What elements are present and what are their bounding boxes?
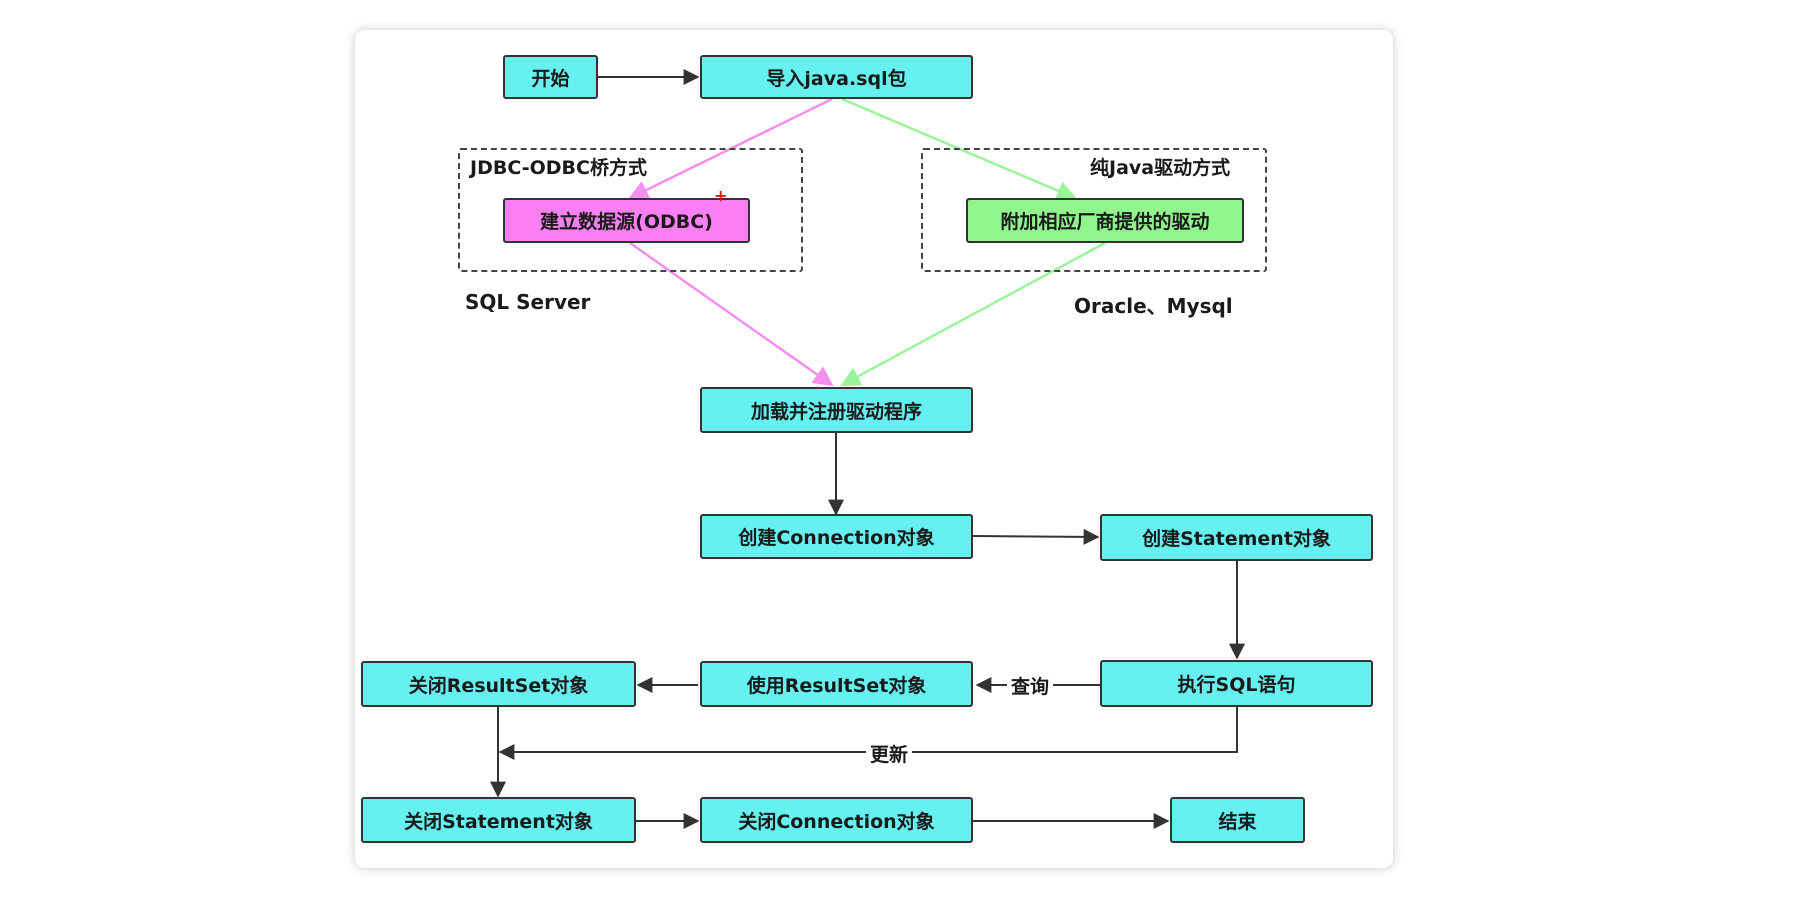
node-close-resultset: 关闭ResultSet对象 bbox=[361, 661, 636, 707]
edge-odbc-load bbox=[629, 241, 834, 387]
group-pure-java-label: 纯Java驱动方式 bbox=[1090, 157, 1231, 179]
caption-sql-server: SQL Server bbox=[465, 290, 591, 314]
group-pure-java bbox=[921, 148, 1267, 272]
node-end: 结束 bbox=[1170, 797, 1305, 843]
node-close-statement: 关闭Statement对象 bbox=[361, 797, 636, 843]
node-use-resultset: 使用ResultSet对象 bbox=[700, 661, 973, 707]
diagram-card bbox=[355, 30, 1393, 868]
edge-execute-update bbox=[498, 707, 1238, 760]
node-execute-sql: 执行SQL语句 bbox=[1100, 660, 1373, 707]
group-jdbc-odbc bbox=[458, 148, 803, 272]
edge-label-query: 查询 bbox=[1007, 672, 1054, 699]
node-import-java-sql: 导入java.sql包 bbox=[700, 55, 973, 99]
node-load-driver: 加载并注册驱动程序 bbox=[700, 387, 973, 433]
group-jdbc-odbc-label: JDBC-ODBC桥方式 bbox=[470, 157, 647, 179]
caption-oracle-mysql: Oracle、Mysql bbox=[1074, 294, 1233, 318]
node-close-connection: 关闭Connection对象 bbox=[700, 797, 973, 843]
node-start: 开始 bbox=[503, 55, 598, 99]
node-create-statement: 创建Statement对象 bbox=[1100, 514, 1373, 561]
edge-connection-statement bbox=[972, 528, 1100, 545]
edge-label-update: 更新 bbox=[866, 740, 913, 767]
marker-icon: + bbox=[714, 186, 728, 205]
node-vendor-driver: 附加相应厂商提供的驱动 bbox=[966, 198, 1244, 243]
node-create-connection: 创建Connection对象 bbox=[700, 514, 973, 559]
edge-driver-load bbox=[840, 241, 1106, 387]
node-odbc-data-source: 建立数据源(ODBC) bbox=[503, 198, 750, 243]
